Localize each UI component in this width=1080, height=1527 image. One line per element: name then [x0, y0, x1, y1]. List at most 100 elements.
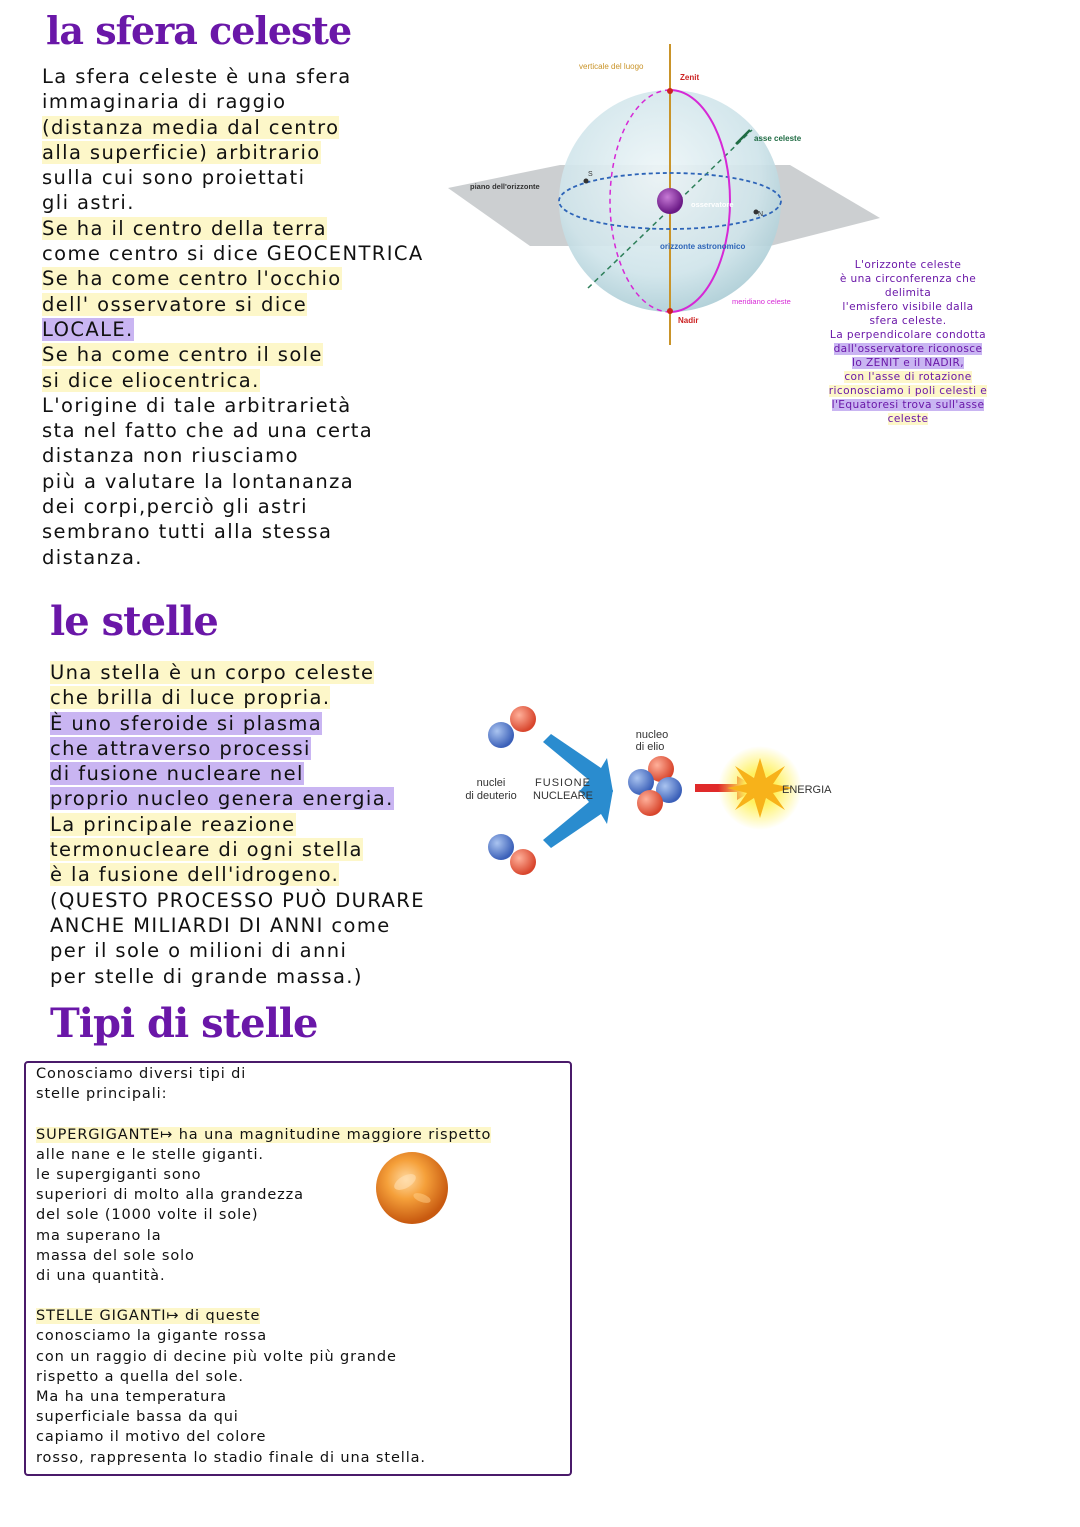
- label-astro-horizon: orizzonte astronomico: [660, 242, 745, 251]
- text-line: è la fusione dell'idrogeno.: [50, 862, 425, 887]
- note-line: celeste: [808, 412, 1008, 426]
- note-line: delimita: [884, 287, 932, 299]
- highlight: (distanza media dal centro: [42, 115, 340, 139]
- highlight: LOCALE.: [42, 317, 134, 341]
- note-line: l'emisfero visibile dalla: [842, 301, 974, 313]
- text-line: SUPERGIGANTE↦ ha una magnitudine maggior…: [36, 1125, 492, 1145]
- text-line: distanza.: [42, 545, 143, 569]
- note-line: dall'osservatore riconosce: [808, 342, 1008, 356]
- text-line: sembrano tutti alla stessa: [42, 520, 333, 544]
- label-helium: di elio: [636, 741, 665, 753]
- text-line: STELLE GIGANTI↦ di queste: [36, 1306, 491, 1326]
- label-observer: osservatore: [691, 200, 734, 209]
- highlight: dall'osservatore riconosce: [833, 343, 983, 355]
- supergiant-star-image: [376, 1152, 448, 1224]
- text-line: LOCALE.: [42, 317, 424, 342]
- stelle-text: Una stella è un corpo celeste che brilla…: [50, 660, 425, 989]
- text-line: rispetto a quella del sole.: [36, 1368, 244, 1385]
- note-line: sfera celeste.: [869, 315, 947, 327]
- text-line: le supergiganti sono: [36, 1166, 202, 1183]
- highlight: lo ZENIT e il NADIR,: [852, 357, 964, 369]
- fusion-diagram: nuclei di deuterio FUSIONE NUCLEARE nucl…: [465, 706, 832, 875]
- label-fusion: FUSIONE: [535, 777, 591, 789]
- highlight: SUPERGIGANTE↦ ha una magnitudine maggior…: [36, 1126, 492, 1143]
- text-line: per stelle di grande massa.): [50, 964, 363, 988]
- text-line: per il sole o milioni di anni: [50, 939, 348, 963]
- highlight: con l'asse di rotazione: [844, 371, 972, 383]
- helium-proton: [637, 790, 663, 816]
- observer-ball: [657, 188, 683, 214]
- text-line: [36, 1104, 491, 1124]
- highlight: Se ha come centro il sole: [42, 343, 323, 367]
- text-line: ma superano la: [36, 1227, 162, 1244]
- text-line: (QUESTO PROCESSO PUÒ DURARE: [50, 888, 425, 912]
- text-line: sulla cui sono proiettati: [42, 166, 306, 190]
- sfera-celeste-text: La sfera celeste è una sfera immaginaria…: [42, 64, 424, 570]
- note-line: con l'asse di rotazione: [808, 370, 1008, 384]
- highlight: La principale reazione: [50, 812, 296, 836]
- text-line: superficiale bassa da qui: [36, 1409, 239, 1426]
- label-horizon-plane: piano dell'orizzonte: [470, 182, 540, 191]
- star-types-text: Conosciamo diversi tipi di stelle princi…: [36, 1064, 492, 1468]
- text-line: che attraverso processi: [50, 736, 425, 761]
- text-line: Se ha come centro l'occhio: [42, 266, 424, 291]
- text-line: dei corpi,perciò gli astri: [42, 495, 308, 519]
- north-point: [753, 209, 759, 215]
- label-axis: asse celeste: [754, 134, 802, 143]
- text-line: con un raggio di decine più volte più gr…: [36, 1348, 397, 1365]
- text-line: sta nel fatto che ad una certa: [42, 419, 374, 443]
- celestial-axis-solid: [735, 129, 751, 145]
- text-line: alle nane e le stelle giganti.: [36, 1146, 264, 1163]
- text-line: La principale reazione: [50, 812, 425, 837]
- neutron: [488, 834, 514, 860]
- proton: [510, 706, 536, 732]
- label-deuterium: di deuterio: [465, 790, 516, 802]
- text-line: che brilla di luce propria.: [50, 685, 425, 710]
- label-zenit: Zenit: [680, 73, 699, 82]
- meridian-front: [669, 89, 731, 313]
- star-flare: [413, 1193, 431, 1203]
- horizon-side-note: L'orizzonte celeste è una circonferenza …: [808, 258, 1008, 426]
- note-line: è una circonferenza che: [839, 273, 977, 285]
- label-fusion: NUCLEARE: [533, 790, 593, 802]
- text-line: capiamo il motivo del colore: [36, 1429, 267, 1446]
- text-line: La sfera celeste è una sfera: [42, 65, 352, 88]
- text-line: massa del sole solo: [36, 1247, 195, 1264]
- text-line: gli astri.: [42, 191, 135, 215]
- section-title-stelle: le stelle: [50, 598, 219, 645]
- label-deuterium: nuclei: [477, 777, 506, 789]
- section-title-sfera-celeste: la sfera celeste: [46, 8, 352, 53]
- label-vertical: verticale del luogo: [579, 62, 644, 71]
- label-helium: nucleo: [636, 729, 668, 741]
- highlight: di fusione nucleare nel: [50, 762, 304, 786]
- helium-neutron: [628, 769, 654, 795]
- label-north: N: [758, 211, 763, 218]
- star-types-box: [24, 1061, 572, 1476]
- text-line: si dice eliocentrica.: [42, 368, 424, 393]
- highlight: STELLE GIGANTI↦ di queste: [36, 1308, 261, 1325]
- text-line: alla superficie) arbitrario: [42, 140, 424, 165]
- highlight: È uno sferoide si plasma: [50, 711, 323, 735]
- text-line: di una quantità.: [36, 1267, 166, 1284]
- text-line: [36, 1286, 491, 1306]
- text-line: È uno sferoide si plasma: [50, 711, 425, 736]
- arrow-up: [543, 790, 613, 848]
- section-title-tipi-di-stelle: Tipi di stelle: [50, 1000, 318, 1047]
- celestial-sphere-diagram: verticale del luogo Zenit asse celeste p…: [448, 44, 880, 345]
- text-line: Ma ha una temperatura: [36, 1389, 227, 1405]
- arrow-down: [543, 734, 613, 792]
- zenit-point: [667, 88, 673, 94]
- helium-proton: [648, 756, 674, 782]
- text-line: termonucleare di ogni stella: [50, 837, 425, 862]
- text-line: conosciamo la gigante rossa: [36, 1328, 268, 1345]
- highlight: proprio nucleo genera energia.: [50, 787, 394, 811]
- horizon-circle: [558, 172, 782, 230]
- note-line: riconosciamo i poli celesti e: [808, 384, 1008, 398]
- label-nadir: Nadir: [678, 316, 698, 325]
- south-point: [583, 178, 589, 184]
- highlight: termonucleare di ogni stella: [50, 838, 363, 862]
- text-line: immaginaria di raggio: [42, 90, 287, 114]
- note-line: l'Equatoresi trova sull'asse: [808, 398, 1008, 412]
- text-line: stelle principali:: [36, 1086, 168, 1103]
- highlight: riconosciamo i poli celesti e: [828, 385, 988, 397]
